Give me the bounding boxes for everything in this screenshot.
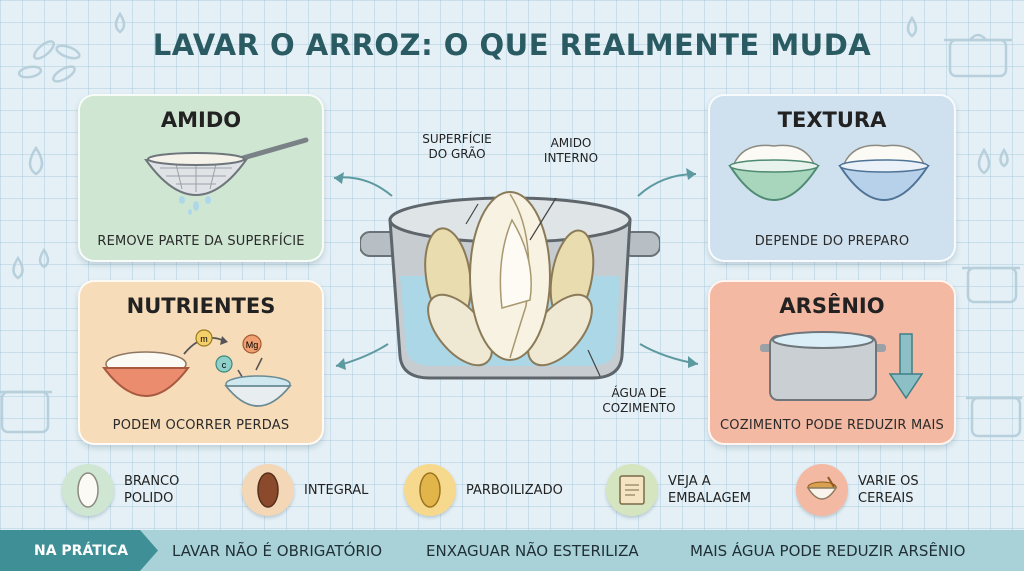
- legend-text-line: CEREAIS: [858, 491, 914, 506]
- arrow-down-icon: [888, 333, 924, 400]
- legend-text-line: PARBOILIZADO: [466, 482, 563, 498]
- legend-varie-cereais: VARIE OS CEREAIS: [796, 462, 919, 518]
- label-amido-interno: AMIDO INTERNO: [543, 136, 599, 165]
- nutrient-loss-illustration: m c Mg: [101, 329, 292, 407]
- pot-outline-icon: [0, 390, 52, 434]
- card-amido: AMIDO REMOVE PARTE DA SUPERFÍCIE: [78, 94, 324, 262]
- legend-text-line: INTEGRAL: [304, 482, 369, 498]
- legend-veja-embalagem: VEJA A EMBALAGEM: [606, 462, 751, 518]
- legend-integral: INTEGRAL: [242, 462, 368, 518]
- card-nutrientes: NUTRIENTES m c Mg PODEM OCORRER PERDAS: [78, 280, 324, 445]
- pot-outline-icon: [966, 396, 1022, 438]
- card-amido-caption: REMOVE PARTE DA SUPERFÍCIE: [97, 234, 305, 249]
- water-drop-icon: [114, 11, 126, 34]
- bottom-bar: NA PRÁTICA LAVAR NÃO É OBRIGATÓRIO ENXAG…: [0, 530, 1024, 571]
- water-drop-icon: [12, 255, 24, 280]
- two-rice-bowls-illustration: [728, 144, 930, 201]
- rice-bowl-icon: [101, 351, 191, 397]
- leaf-icon: [33, 40, 55, 60]
- nutrient-c-label: c: [222, 360, 227, 370]
- golden-grain-icon: [404, 464, 456, 516]
- legend-text-line: VARIE OS: [858, 474, 919, 489]
- water-drop-icon: [38, 247, 50, 269]
- legend-text-line: POLIDO: [124, 491, 174, 506]
- legend-branco-polido: BRANCO POLIDO: [62, 462, 179, 518]
- water-drop-icon: [977, 147, 991, 175]
- water-drop-icon: [999, 147, 1009, 168]
- card-arsenio-title: ARSÊNIO: [779, 294, 885, 318]
- nutrient-m-label: m: [200, 334, 208, 344]
- card-textura-title: TEXTURA: [777, 108, 887, 132]
- leaf-icon: [52, 65, 76, 83]
- label-agua-cozimento: ÁGUA DE COZIMENTO: [602, 386, 676, 415]
- water-drop-icon: [28, 145, 44, 176]
- tip-mais-agua: MAIS ÁGUA PODE REDUZIR ARSÊNIO: [690, 542, 966, 560]
- white-grain-icon: [62, 464, 114, 516]
- page-title: LAVAR O ARROZ: O QUE REALMENTE MUDA: [152, 28, 872, 62]
- water-bowl-icon: [224, 375, 292, 407]
- card-arsenio-caption: COZIMENTO PODE REDUZIR MAIS: [720, 418, 944, 433]
- inner-starch-section: [499, 218, 532, 309]
- card-textura-caption: DEPENDE DO PREPARO: [754, 234, 910, 249]
- pot-outline-icon: [962, 266, 1020, 304]
- tip-lavar: LAVAR NÃO É OBRIGATÓRIO: [172, 542, 383, 560]
- brown-grain-icon: [242, 464, 294, 516]
- legend-text-line: VEJA A: [668, 474, 711, 489]
- strainer-icon: [144, 137, 309, 215]
- tip-enxaguar: ENXAGUAR NÃO ESTERILIZA: [426, 542, 639, 560]
- label-superficie: SUPERFÍCIE DO GRÃO: [422, 132, 492, 161]
- card-textura: TEXTURA DEPENDE DO PREPARO: [708, 94, 956, 262]
- green-rice-bowl-icon: [728, 144, 820, 201]
- central-pot-illustration: [360, 191, 660, 380]
- card-arsenio: ARSÊNIO COZIMENTO PODE REDUZIR MAIS: [708, 280, 956, 445]
- pot-with-water-illustration: [760, 331, 924, 401]
- leaf-icon: [17, 65, 43, 79]
- legend-text-line: BRANCO: [124, 474, 180, 489]
- water-drop-icon: [906, 15, 918, 38]
- rice-grain-cluster: [424, 191, 595, 367]
- leaf-icon: [55, 44, 81, 60]
- mixed-grains-bowl-icon: [796, 464, 848, 516]
- card-nutrientes-caption: PODEM OCORRER PERDAS: [112, 418, 290, 433]
- cooking-pot-icon: [760, 331, 886, 401]
- legend-text-line: EMBALAGEM: [668, 491, 751, 506]
- card-amido-title: AMIDO: [160, 108, 242, 132]
- legend-parboilizado: PARBOILIZADO: [404, 462, 563, 518]
- na-pratica-label: NA PRÁTICA: [0, 530, 158, 571]
- package-label-icon: [606, 464, 658, 516]
- nutrient-mg-label: Mg: [246, 340, 259, 350]
- blue-rice-bowl-icon: [838, 144, 930, 201]
- pot-outline-icon: [944, 33, 1012, 78]
- card-nutrientes-title: NUTRIENTES: [126, 294, 276, 318]
